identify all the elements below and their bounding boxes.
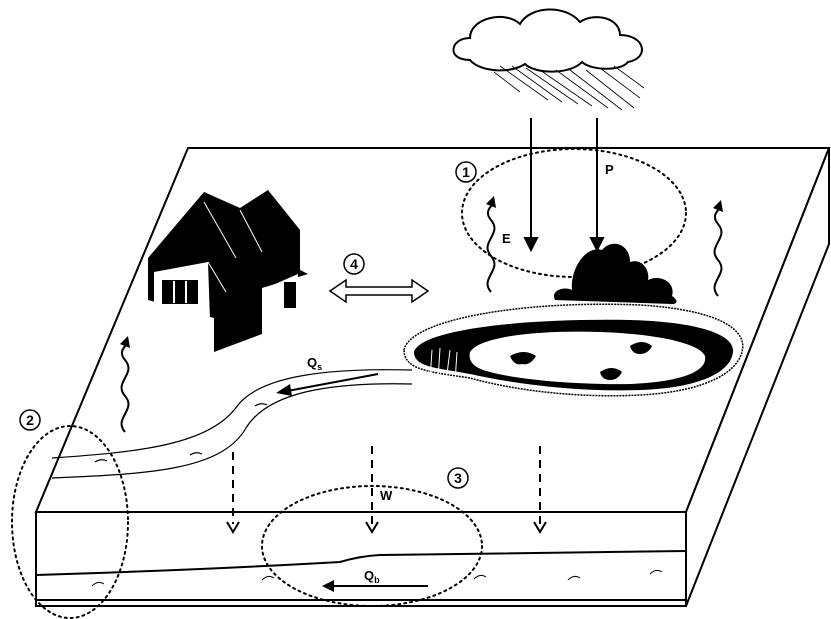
svg-text:3: 3 — [454, 470, 462, 486]
evaporation-label: E — [502, 231, 511, 246]
percolation-label: W — [380, 488, 393, 503]
marker-1: 1 — [456, 162, 476, 182]
precipitation-label: P — [605, 162, 614, 177]
svg-text:2: 2 — [26, 412, 34, 428]
marker-4: 4 — [344, 254, 364, 274]
rain-cloud-icon — [453, 9, 644, 110]
svg-text:1: 1 — [462, 164, 470, 180]
svg-text:4: 4 — [350, 256, 358, 272]
marker-3: 3 — [448, 468, 468, 488]
marker-2: 2 — [20, 410, 40, 430]
